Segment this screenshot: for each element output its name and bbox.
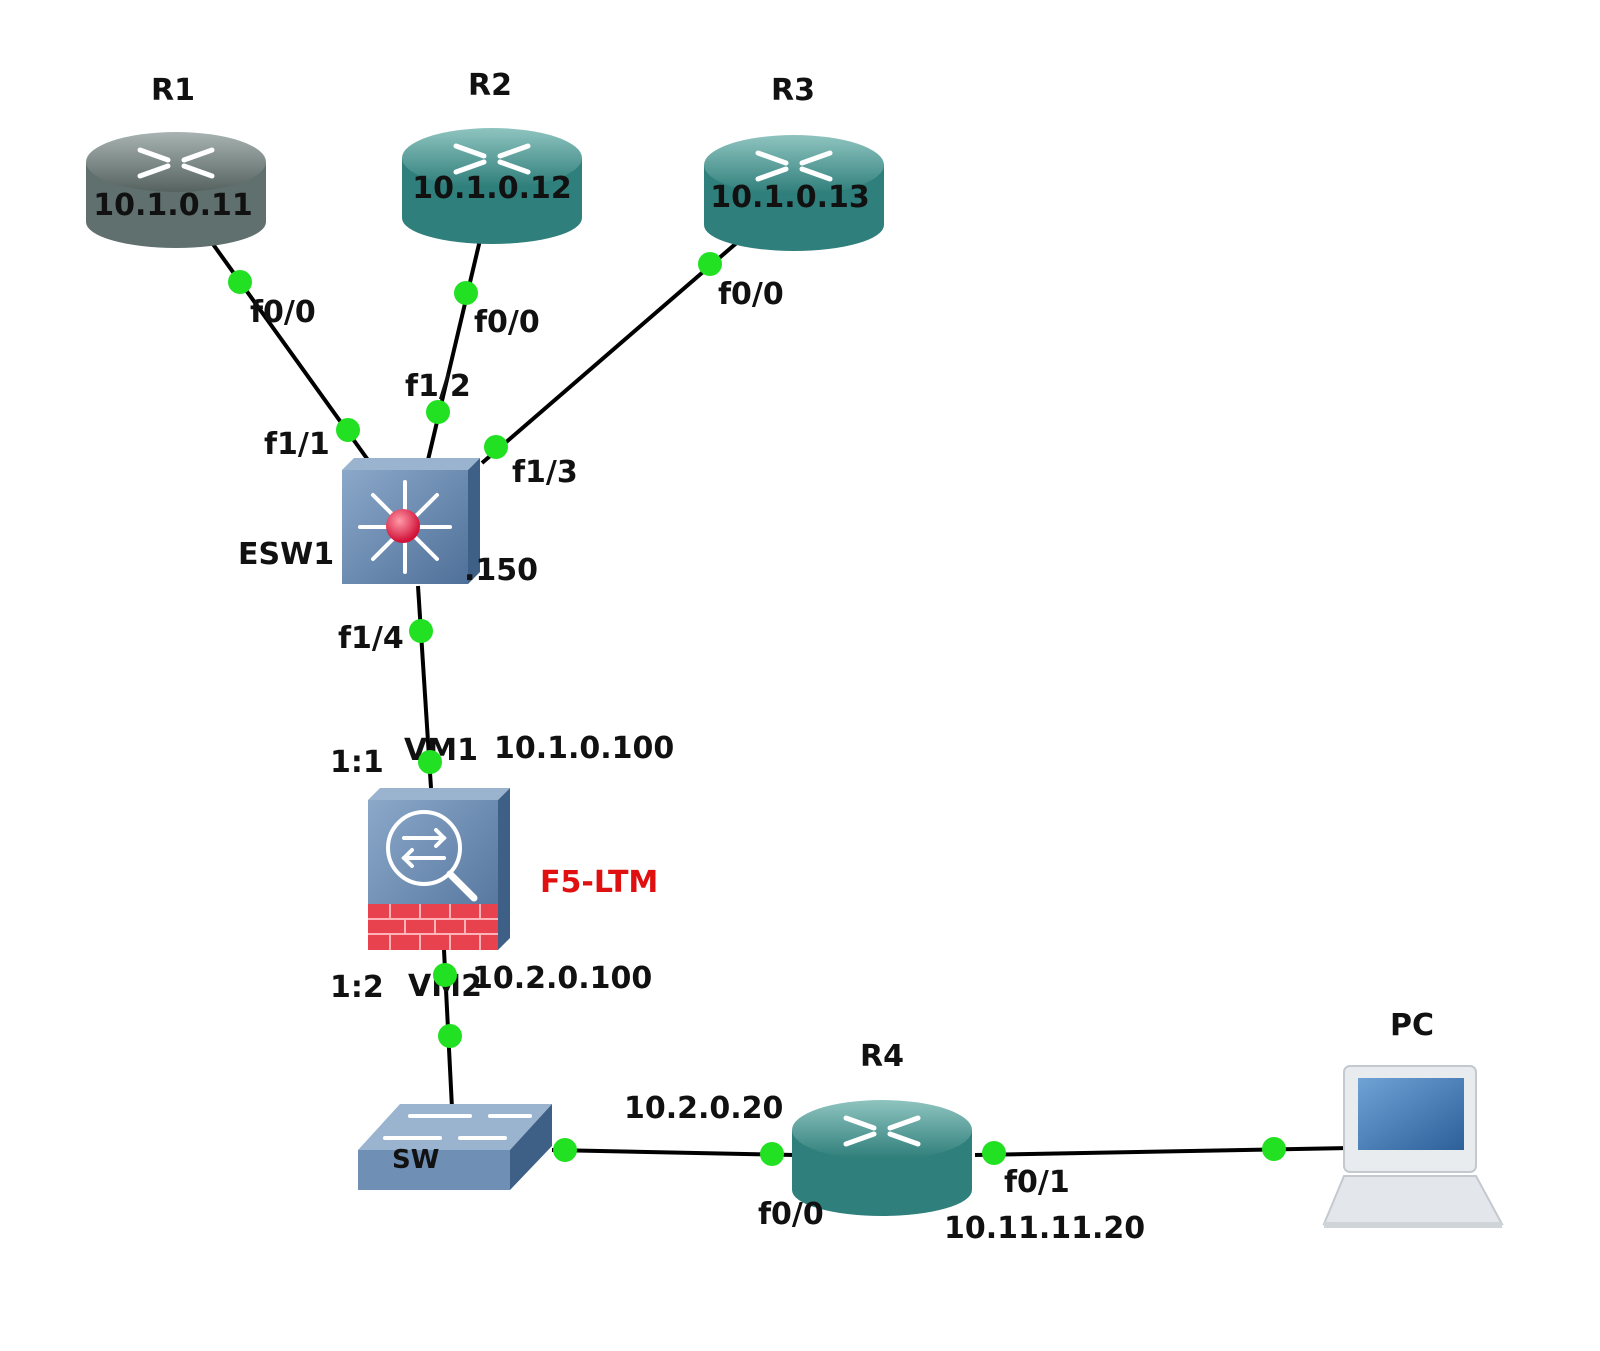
port-dot-sw-r4[interactable] [553,1138,577,1162]
device-ip-r1: 10.1.0.11 [93,188,252,223]
device-ip-r4-2: 10.11.11.20 [944,1211,1145,1246]
router-r3-top [704,135,884,195]
link-r2-esw1 [426,239,482,461]
router-r1[interactable]: R1 10.1.0.11 [86,73,266,248]
port-dot-sw-uplink[interactable] [438,1024,462,1048]
load-balancer-f5-ltm[interactable]: F5-LTM VM1 10.1.0.100 VM2 10.2.0.100 [368,731,674,1004]
switch-sw[interactable]: SW [358,1104,552,1190]
device-name-f5: F5-LTM [540,865,658,900]
router-r2[interactable]: R2 10.1.0.12 [402,68,582,244]
router-r4[interactable]: R4 10.2.0.20 10.11.11.20 [624,1039,1145,1246]
port-dot-esw1-f1-2[interactable] [426,400,450,424]
port-dot-pc[interactable] [1262,1137,1286,1161]
port-dots [228,252,1286,1166]
device-name-sw: SW [392,1145,439,1175]
device-name-r3: R3 [771,73,815,108]
links [208,238,1351,1157]
port-dot-r3-f0-0[interactable] [698,252,722,276]
port-label-r4-f0-1: f0/1 [1004,1165,1070,1200]
link-r4-pc [974,1146,1351,1157]
port-dot-esw1-f1-1[interactable] [336,418,360,442]
f5-ip2-label: 10.2.0.100 [472,961,652,996]
port-dot-r1-f0-0[interactable] [228,270,252,294]
sw-side-face [510,1104,552,1190]
device-ip-esw1: .150 [464,553,538,588]
esw1-red-core [386,509,420,543]
router-r2-top [402,128,582,188]
esw1-top-face [342,458,480,470]
router-r4-top [792,1100,972,1160]
port-label-f5-1-2: 1:2 [330,970,384,1005]
f5-top-face [368,788,510,800]
switch-arrows-icon [383,1114,532,1140]
link-sw-r4 [551,1148,796,1157]
port-label-f5-1-1: 1:1 [330,745,384,780]
f5-side-face [498,788,510,950]
magnifier-arrows-icon [386,810,478,902]
router-r1-top [86,132,266,192]
port-label-r3-f0-0: f0/0 [718,277,784,312]
device-name-r2: R2 [468,68,512,103]
router-icon [137,147,215,179]
port-dot-esw1-f1-4[interactable] [409,619,433,643]
port-dot-f5-1-2[interactable] [433,963,457,987]
port-label-esw1-f1-2: f1/2 [405,369,471,404]
device-ip-r4-1: 10.2.0.20 [624,1091,783,1126]
laptop-keyboard [1322,1175,1504,1225]
port-labels: f0/0 f0/0 f0/0 f1/1 f1/2 f1/3 f1/4 1:1 1… [250,277,1070,1232]
port-label-r2-f0-0: f0/0 [474,305,540,340]
device-name-r4: R4 [860,1039,904,1074]
device-name-r1: R1 [151,73,195,108]
link-r3-esw1 [480,238,742,465]
port-dot-r4-f0-0[interactable] [760,1142,784,1166]
router-icon [755,150,833,182]
port-label-r1-f0-0: f0/0 [250,295,316,330]
host-pc[interactable]: PC [1322,1008,1504,1228]
sw-front-face [358,1150,510,1190]
device-name-esw1: ESW1 [238,537,334,572]
port-label-esw1-f1-4: f1/4 [338,621,404,656]
device-ip-r2: 10.1.0.12 [412,171,571,206]
laptop-screen [1358,1078,1464,1150]
f5-ip1-label: 10.1.0.100 [494,731,674,766]
esw1-side-face [468,458,480,584]
router-r3[interactable]: R3 10.1.0.13 [704,73,884,251]
port-label-esw1-f1-1: f1/1 [264,427,330,462]
port-dot-esw1-f1-3[interactable] [484,435,508,459]
port-dot-f5-1-1[interactable] [418,750,442,774]
router-icon [453,143,531,175]
device-name-pc: PC [1390,1008,1434,1043]
device-ip-r3: 10.1.0.13 [710,180,869,215]
router-icon [843,1115,921,1147]
f5-brick-wall [368,904,498,950]
laptop-base-edge [1324,1222,1502,1228]
port-label-r4-f0-0: f0/0 [758,1197,824,1232]
port-label-esw1-f1-3: f1/3 [512,455,578,490]
switch-esw1[interactable]: ESW1 .150 [238,458,538,588]
port-dot-r4-f0-1[interactable] [982,1141,1006,1165]
port-dot-r2-f0-0[interactable] [454,281,478,305]
